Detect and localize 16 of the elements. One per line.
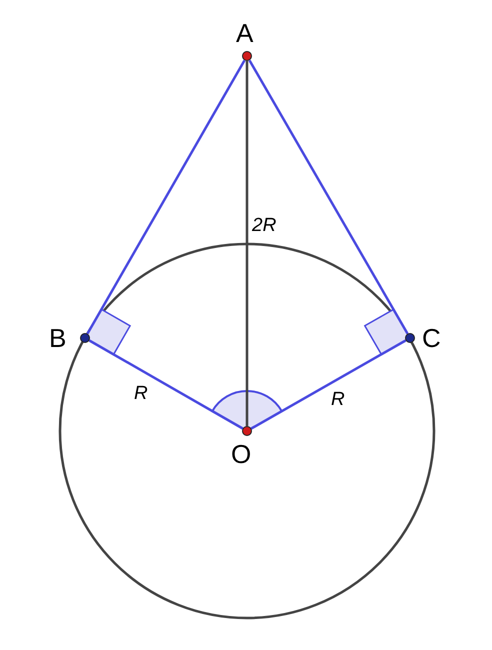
point-label: B — [49, 325, 66, 351]
point-label: A — [236, 20, 254, 46]
edge-label: R — [134, 384, 148, 404]
point — [242, 51, 252, 61]
line-segment — [250, 339, 406, 430]
point-label: C — [422, 325, 441, 351]
point — [242, 426, 252, 436]
line-segment — [86, 60, 246, 334]
line-segment — [246, 61, 248, 426]
edge-label: R — [331, 390, 345, 410]
line-segment — [248, 60, 409, 334]
line-segment — [88, 339, 244, 430]
edge-label: 2R — [252, 216, 276, 236]
point — [80, 333, 90, 343]
point-label: O — [231, 441, 252, 467]
point — [405, 333, 415, 343]
